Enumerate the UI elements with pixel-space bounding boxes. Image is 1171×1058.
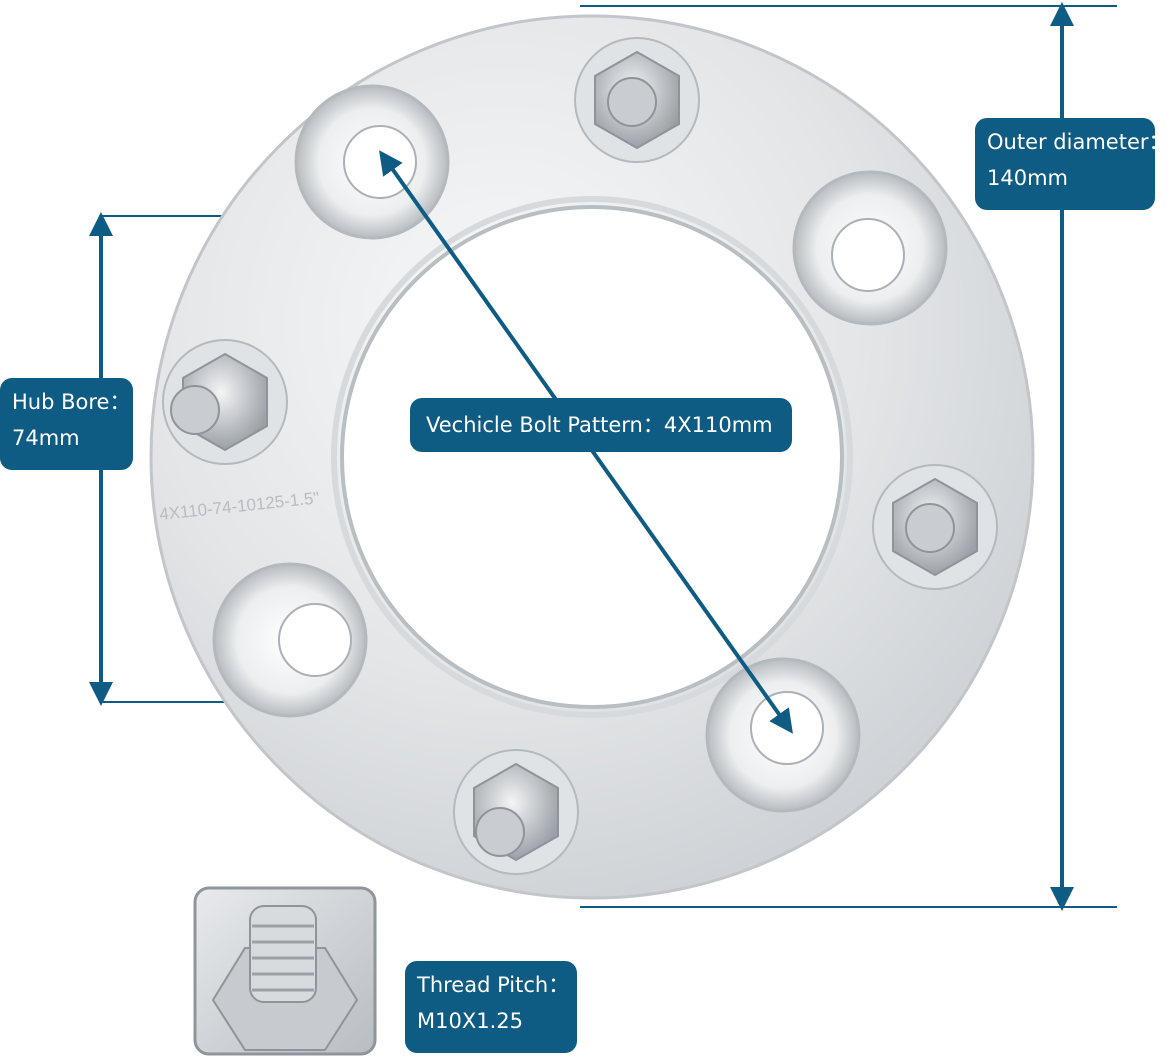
outer-diameter-title: Outer diameter： (987, 130, 1170, 154)
bolt-icon (249, 905, 317, 1003)
hub-bore-value: 74mm (12, 426, 80, 450)
hole-icon (212, 562, 368, 718)
bolt-icon (453, 749, 579, 875)
thread-pitch-value: M10X1.25 (417, 1009, 523, 1033)
hub-bore-label: Hub Bore： 74mm (0, 378, 133, 470)
bolt-icon (574, 37, 700, 163)
bolt-icon (162, 339, 288, 465)
bolt-pattern-label: Vechicle Bolt Pattern：4X110mm (410, 398, 792, 452)
thread-pitch-title: Thread Pitch： (417, 973, 570, 997)
outer-diameter-label: Outer diameter： 140mm (975, 118, 1170, 210)
outer-diameter-value: 140mm (987, 166, 1068, 190)
hub-bore (340, 205, 844, 709)
bolt-icon (872, 464, 998, 590)
hub-bore-title: Hub Bore： (12, 390, 131, 414)
bolt-pattern-text: Vechicle Bolt Pattern：4X110mm (426, 413, 773, 437)
hole-icon (792, 170, 948, 326)
thread-inset (193, 886, 377, 1056)
thread-pitch-label: Thread Pitch： M10X1.25 (405, 961, 577, 1053)
hole-icon (705, 657, 861, 813)
